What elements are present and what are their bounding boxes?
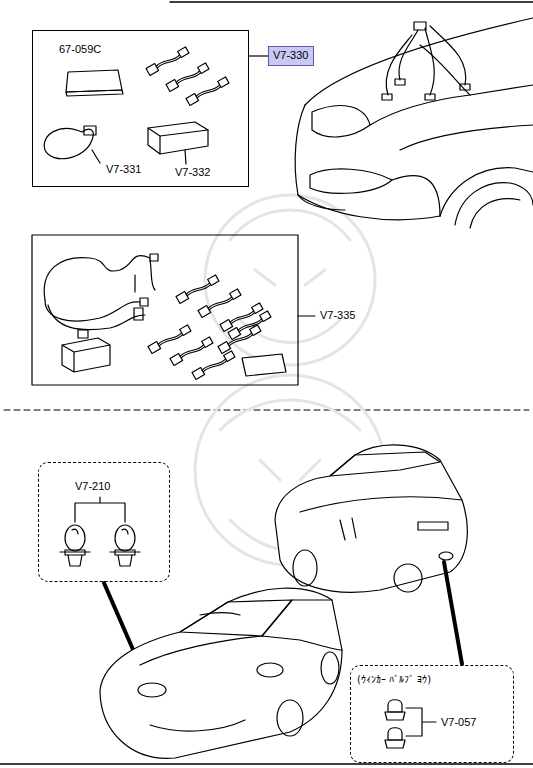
part-number: V7-330 — [273, 49, 308, 62]
connector-harness — [170, 336, 213, 365]
kit-box — [32, 235, 298, 385]
part-number-tag: V7-330 — [268, 46, 314, 66]
frame-line — [170, 1, 533, 3]
connector-harness — [176, 274, 219, 303]
headlight-bulbs — [60, 497, 140, 566]
connector-harness — [166, 62, 209, 91]
connector-harness — [198, 288, 241, 317]
pointer-line — [444, 562, 462, 664]
connector-harness — [146, 46, 189, 75]
leader-line — [249, 55, 268, 56]
instruction-sheet — [66, 70, 122, 92]
frame-line — [0, 763, 533, 765]
part-number: V7-332 — [175, 166, 210, 179]
kit-box: 67-059C V7-331 V7-332 — [32, 30, 249, 187]
connector-harness — [186, 76, 229, 105]
part-number: V7-057 — [441, 716, 476, 729]
sub-harness — [44, 126, 100, 163]
part-number: 67-059C — [59, 43, 101, 56]
divider-line — [4, 410, 529, 411]
connector-harness — [228, 310, 271, 339]
turn-signal-bulbs — [385, 700, 436, 748]
leader-line — [298, 315, 315, 316]
part-number: V7-210 — [75, 480, 110, 493]
callout-number: V7-335 — [320, 309, 355, 322]
note-text: (ｳｨﾝｶｰ ﾊﾞﾙﾌﾞ ﾖｳ) — [357, 673, 431, 686]
car-front-three-quarter — [100, 588, 342, 758]
main-harness — [44, 254, 286, 376]
part-number: V7-331 — [106, 163, 141, 176]
car-rear-three-quarter — [275, 445, 467, 592]
connector-harness — [192, 350, 235, 379]
car-front-view — [295, 18, 533, 228]
connector-harness — [148, 324, 191, 353]
control-unit — [148, 122, 208, 164]
detail-callout-box: V7-210 — [38, 462, 170, 582]
detail-callout-box: (ｳｨﾝｶｰ ﾊﾞﾙﾌﾞ ﾖｳ) V7-057 — [350, 665, 514, 763]
